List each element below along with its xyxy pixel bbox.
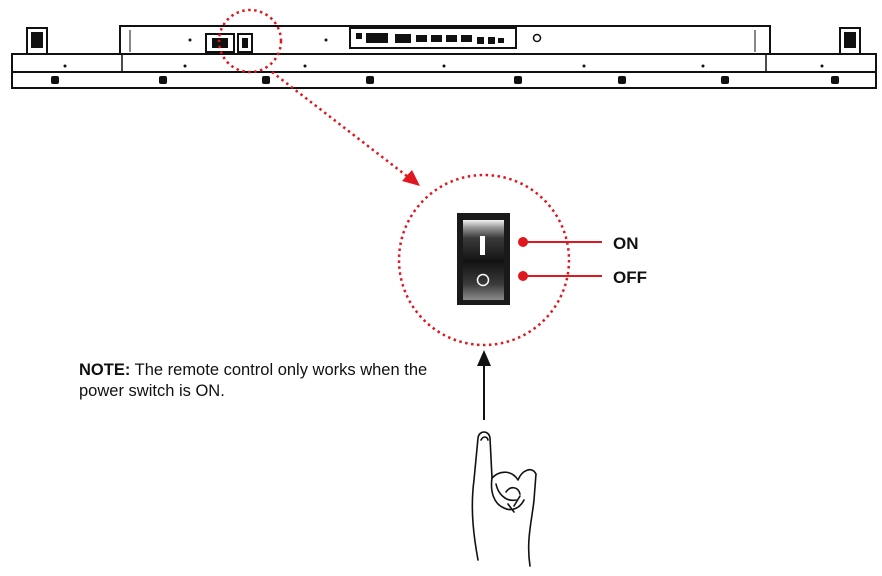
note-body: The remote control only works when the p… xyxy=(79,361,428,400)
left-bracket xyxy=(26,27,48,55)
bezel-screws xyxy=(63,38,824,68)
callout-arrowhead xyxy=(402,170,420,186)
hand-pointer-icon xyxy=(471,431,537,567)
off-label: OFF xyxy=(613,268,647,287)
on-label: ON xyxy=(613,234,639,253)
rocker-switch-icon xyxy=(457,213,510,305)
callout-circle-small xyxy=(217,8,283,74)
off-leader xyxy=(518,271,602,281)
io-port-panel xyxy=(349,27,542,49)
display-rear-view xyxy=(11,25,877,89)
bezel-feet xyxy=(51,76,839,84)
on-leader xyxy=(518,237,602,247)
press-arrow xyxy=(477,350,491,420)
note-prefix: NOTE: xyxy=(79,361,131,379)
note-text: NOTE: The remote control only works when… xyxy=(79,360,439,402)
power-inlet-icon xyxy=(205,33,253,53)
callout-circle-large xyxy=(397,173,571,347)
right-bracket xyxy=(839,27,861,55)
